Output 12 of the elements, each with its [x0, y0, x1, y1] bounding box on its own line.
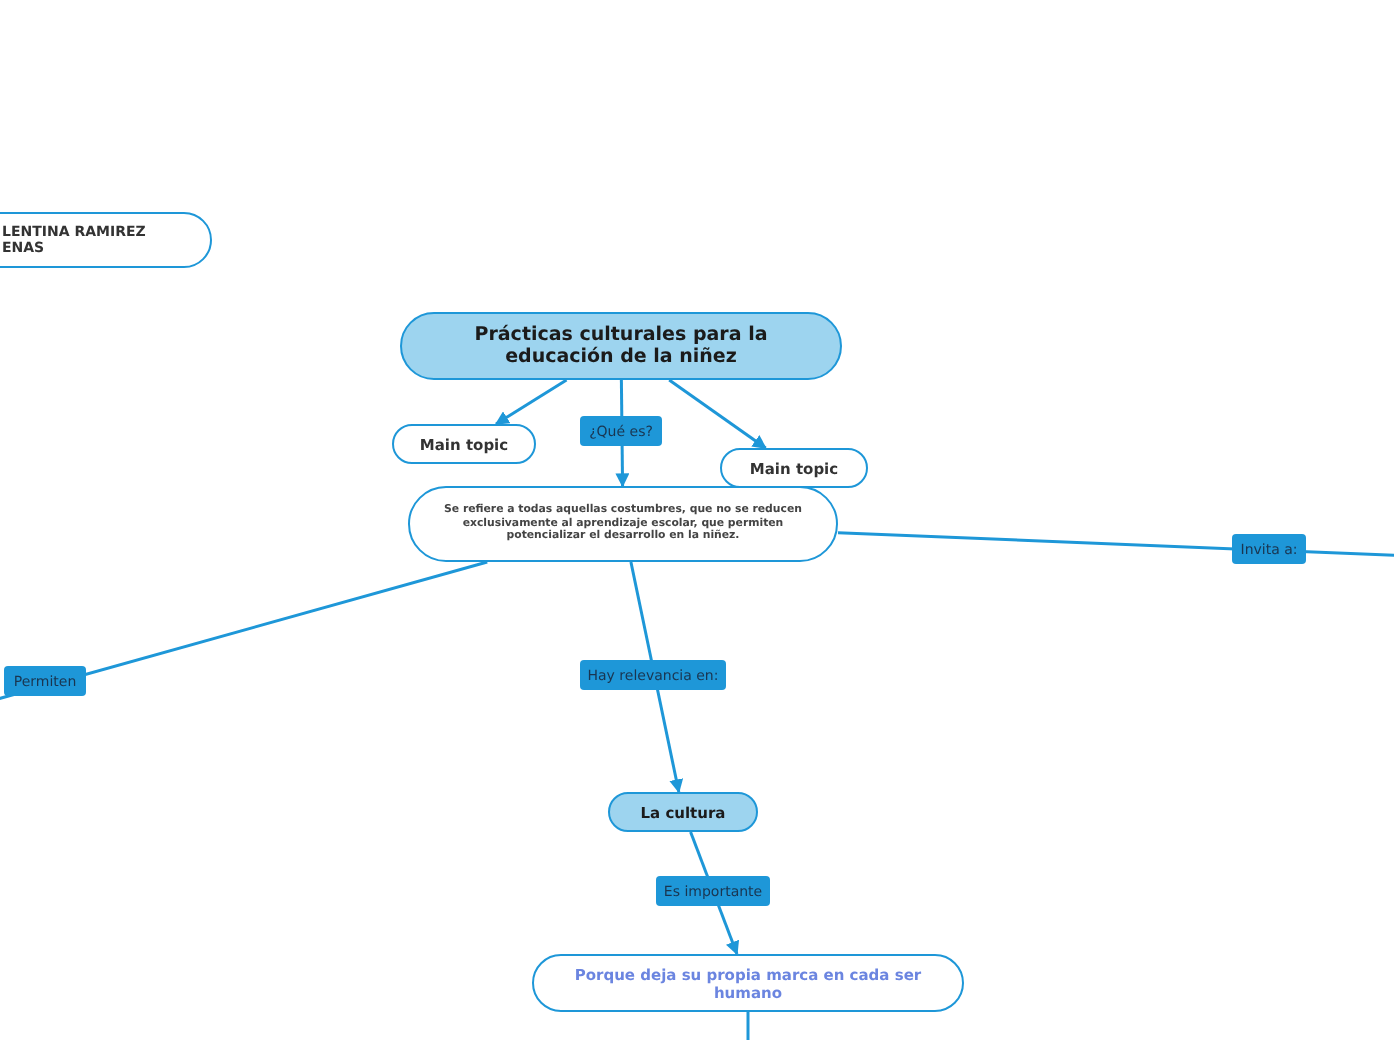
topic-pill: [400, 312, 842, 380]
topic-pill: [408, 486, 838, 562]
topic-text: Prácticas culturales para la educación de la niñez: [472, 323, 770, 369]
arrow: [629, 561, 684, 794]
arrow: [494, 378, 568, 426]
topic-pill: [392, 424, 536, 464]
topic-pill: [720, 448, 868, 488]
topic-pill: [0, 212, 212, 268]
topic-pill: [608, 792, 758, 832]
connector-line: [746, 1012, 750, 1040]
topic-pill: [532, 954, 964, 1012]
arrow: [668, 378, 767, 450]
